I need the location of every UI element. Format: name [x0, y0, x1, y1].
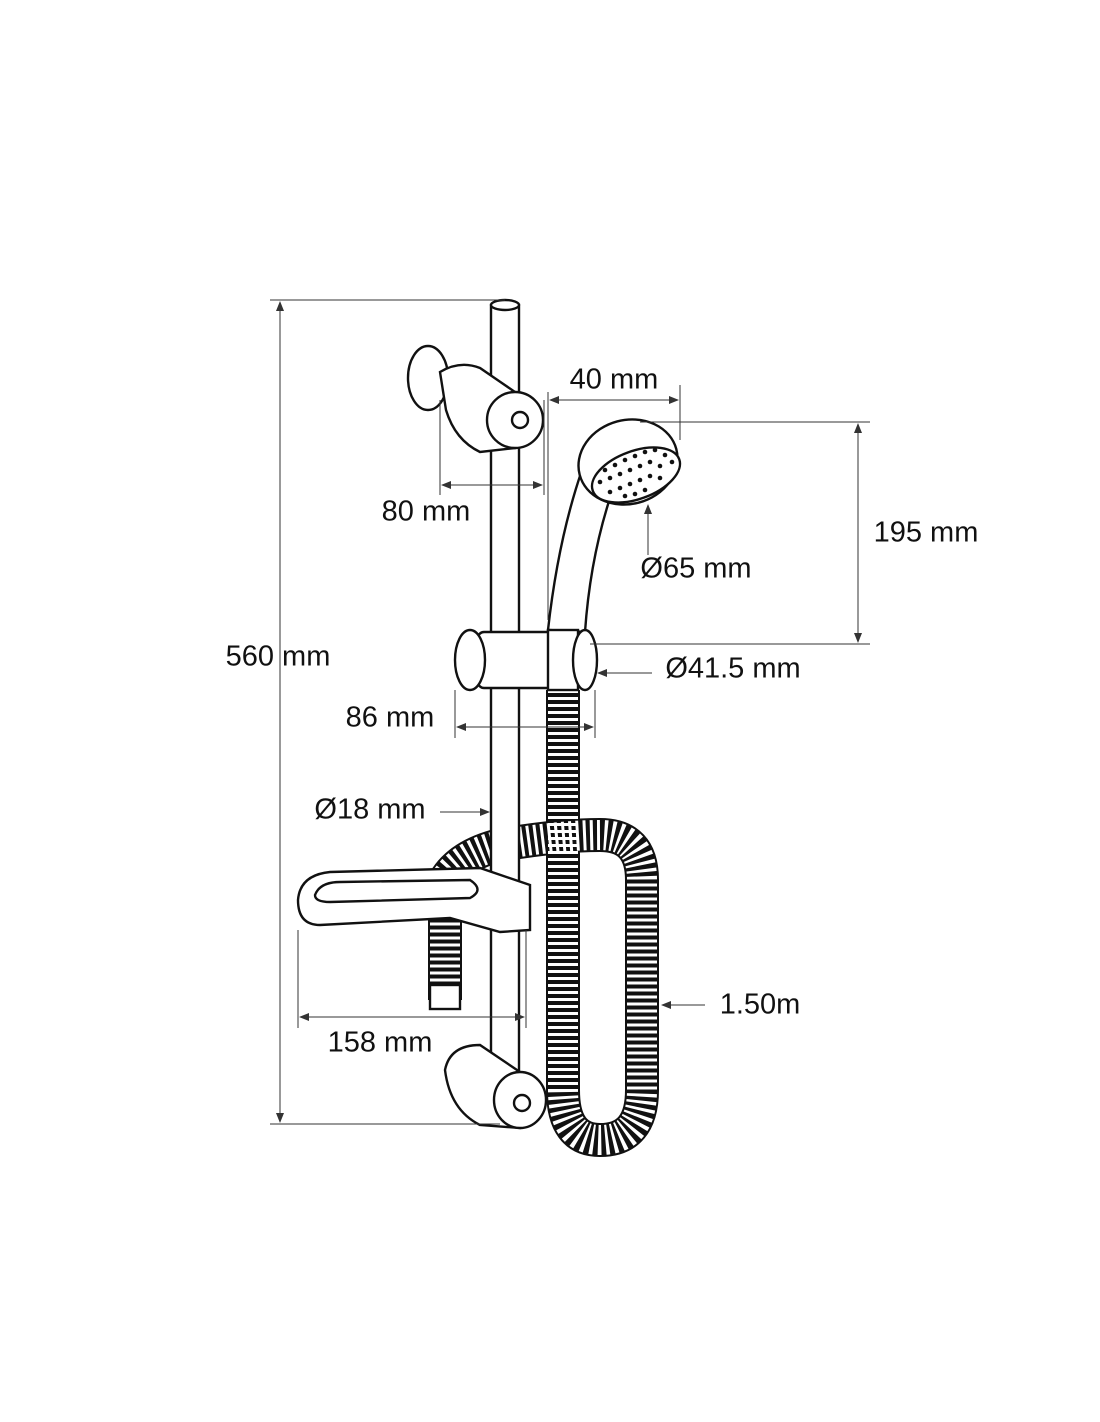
top-wall-bracket: [406, 344, 545, 454]
handset-length-label: 195 mm: [873, 516, 979, 549]
slider-width-label: 86 mm: [345, 701, 435, 734]
soap-dish-depth-label: 158 mm: [327, 1026, 433, 1059]
slider: [453, 628, 599, 692]
rail-height-label: 560 mm: [225, 640, 331, 673]
bracket-depth-label: 80 mm: [381, 495, 471, 528]
head-diameter-label: Ø65 mm: [640, 552, 752, 585]
hand-shower: [546, 418, 682, 634]
rail-diameter-label: Ø18 mm: [314, 793, 426, 826]
handset-offset-label: 40 mm: [569, 363, 659, 396]
slider-diameter-label: Ø41.5 mm: [665, 652, 801, 685]
bottom-wall-bracket: [443, 1043, 548, 1130]
hose-nut: [428, 983, 462, 1011]
soap-dish: [296, 866, 532, 934]
dimension-lines: [270, 299, 870, 1125]
hose-length-label: 1.50m: [719, 988, 801, 1021]
